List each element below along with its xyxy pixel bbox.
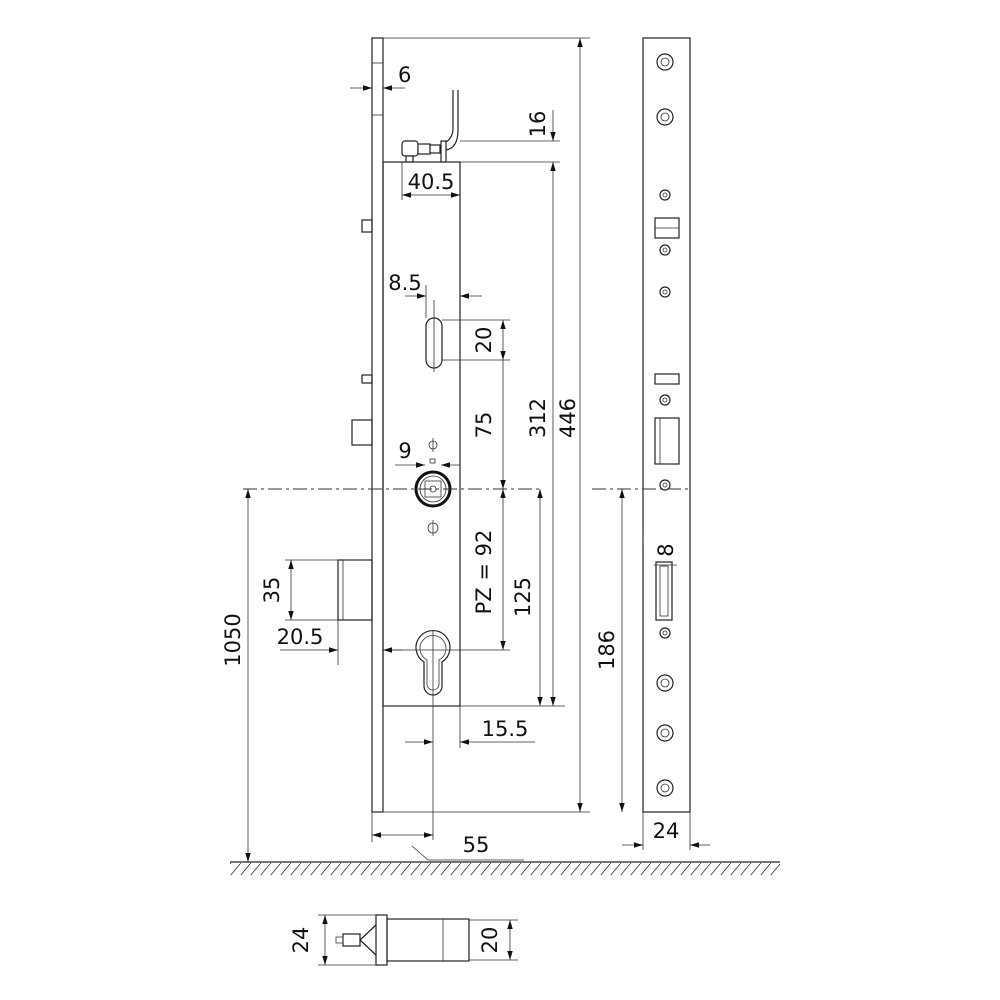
dim-9: 9 [398,439,411,463]
dim-312: 312 [526,398,550,438]
front-view: 8 186 24 [592,37,710,850]
deadlock-catch [351,419,373,446]
dim-186: 186 [595,630,619,670]
dim-24-front: 24 [653,819,680,843]
bottom-view: 24 20 [289,914,518,966]
dim-24-bottom: 24 [289,927,313,954]
deadlock-opening [654,417,680,465]
dim-pz-92: PZ = 92 [472,530,496,615]
dim-1050: 1050 [221,613,245,666]
dim-6: 6 [398,63,411,87]
tab-opening [654,373,680,385]
dim-40-5: 40.5 [408,170,455,194]
dim-20-bottom: 20 [478,927,502,954]
cable-connector [401,90,560,163]
bolt-section [386,918,470,962]
dim-125: 125 [511,577,535,617]
latch-bolt [337,559,373,621]
lock-case [382,161,461,707]
dim-446: 446 [556,398,580,438]
dimensions-side: 6 16 40.5 8.5 20 75 312 446 9 35 20.5 [221,37,590,862]
faceplate-side [371,37,384,813]
screw-holes [656,53,674,797]
dim-55: 55 [463,833,490,857]
dim-20-5: 20.5 [277,625,324,649]
dim-20: 20 [472,327,496,354]
floor-line [230,861,780,875]
cylinder-cutout [415,629,451,840]
follower [414,438,452,536]
dim-16: 16 [526,111,550,138]
dim-8-5: 8.5 [388,271,421,295]
latch-section [359,924,377,956]
guide-tab [361,219,373,233]
bolt-slot [655,561,673,621]
side-view [243,37,565,840]
faceplate-section [375,914,388,966]
dim-75: 75 [472,412,496,439]
faceplate-front [642,37,691,813]
dim-35: 35 [260,577,284,604]
guide-tab [361,374,373,384]
small-holes [659,189,671,639]
dim-15-5: 15.5 [482,717,529,741]
dim-8: 8 [654,543,678,556]
